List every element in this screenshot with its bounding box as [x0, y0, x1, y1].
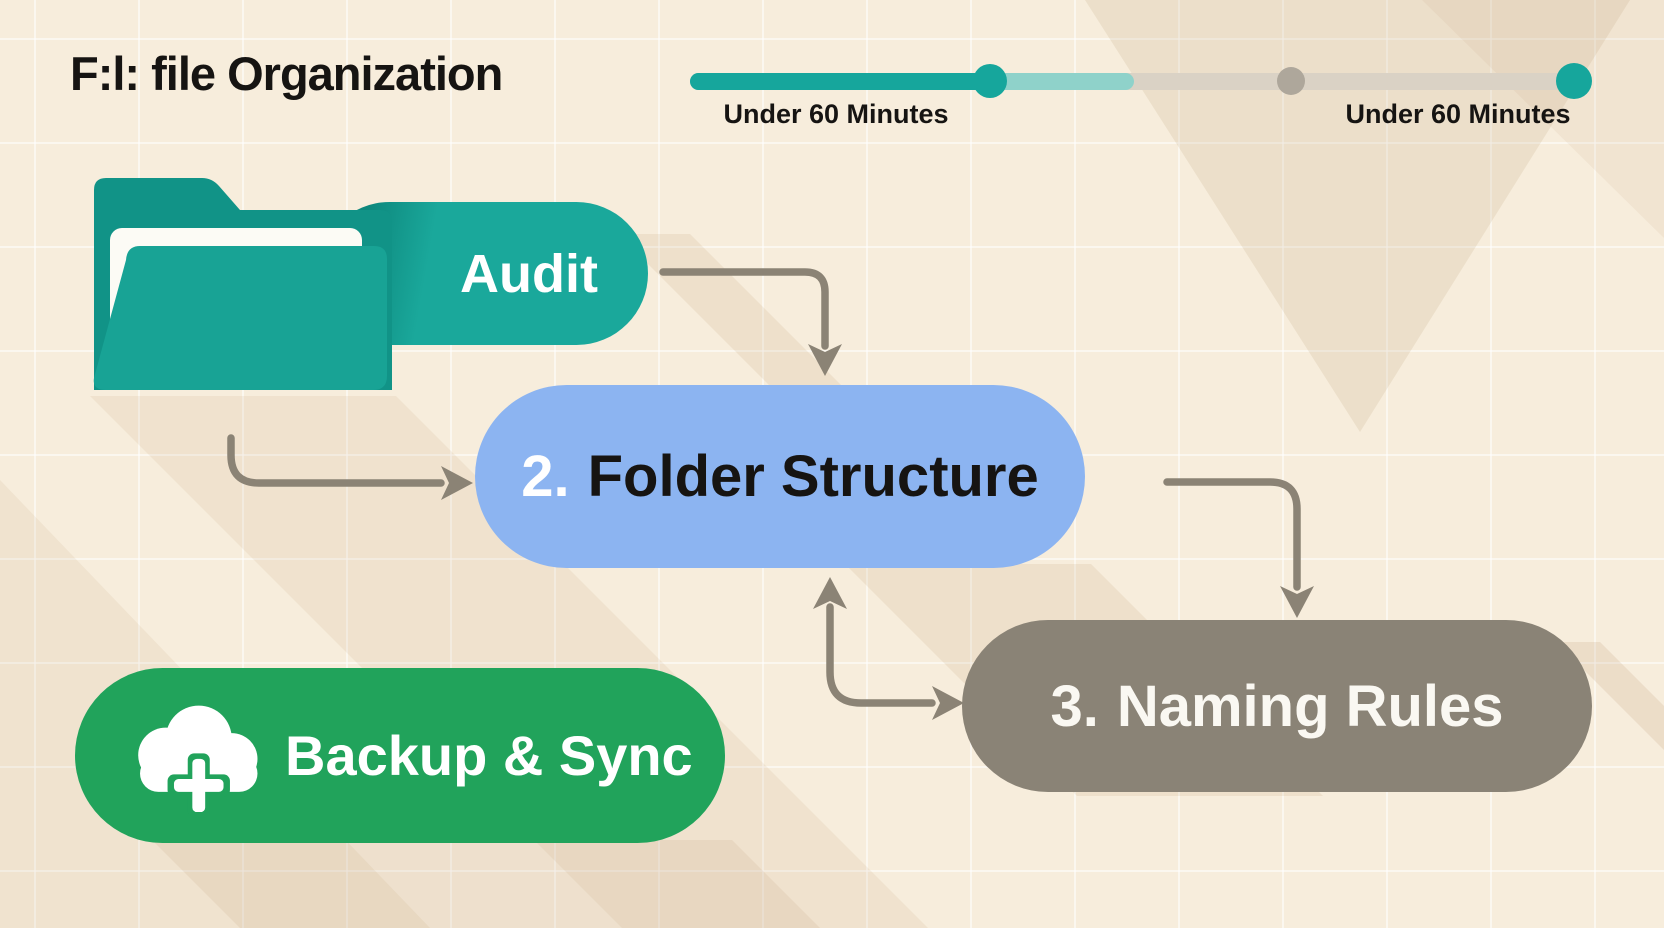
- folder-icon: [93, 178, 392, 390]
- node-folder-structure-number: 2.: [521, 444, 570, 509]
- node-folder-structure: 2. Folder Structure: [475, 385, 1085, 568]
- arrow-folder-to-folder-structure: [227, 434, 445, 487]
- node-audit-label: Audit: [460, 243, 598, 304]
- node-naming-rules: 3. Naming Rules: [962, 620, 1592, 792]
- timeline-label-left: Under 60 Minutes: [723, 99, 949, 129]
- arrowhead-up-icon: [813, 577, 847, 609]
- node-naming-rules-label: Naming Rules: [1116, 673, 1504, 739]
- timeline-mid-dot: [1277, 67, 1305, 95]
- page-title: F:l: file Organization: [70, 47, 503, 100]
- timeline-progress-segment: [690, 73, 990, 90]
- arrowhead-right-icon: [441, 466, 473, 500]
- arrow-folder-structure-to-naming-rules: [1163, 478, 1301, 591]
- arrow-up-and-right-connector: [826, 603, 936, 707]
- arrowhead-down-icon: [808, 344, 842, 376]
- timeline-label-right: Under 60 Minutes: [1345, 99, 1571, 129]
- cloud-upload-plus-icon: [138, 705, 258, 818]
- node-naming-rules-number: 3.: [1050, 673, 1099, 739]
- timeline-progress-dot: [973, 64, 1007, 98]
- node-folder-structure-label: Folder Structure: [587, 444, 1039, 509]
- arrowhead-right-icon: [932, 686, 964, 720]
- timeline-end-dot: [1556, 63, 1592, 99]
- arrow-audit-to-folder-structure: [659, 268, 829, 350]
- node-backup-sync-label: Backup & Sync: [285, 724, 693, 787]
- arrowhead-down-icon: [1280, 586, 1314, 618]
